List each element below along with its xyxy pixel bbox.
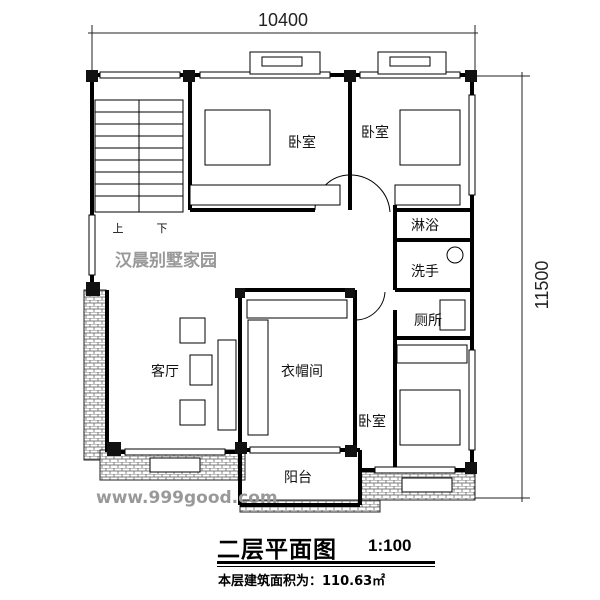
stair-down-label: 下	[157, 222, 168, 235]
ac-units	[149, 51, 453, 493]
room-living: 客厅	[151, 363, 179, 380]
furniture	[179, 109, 468, 446]
width-dimension: 10400	[258, 10, 308, 30]
left-balcony-hatch	[83, 289, 107, 461]
columns	[86, 70, 477, 474]
room-washroom: 洗手	[411, 264, 439, 280]
room-closet: 衣帽间	[281, 364, 323, 380]
windows	[88, 71, 476, 474]
height-dimension: 11500	[532, 261, 552, 310]
room-toilet: 厕所	[414, 313, 442, 329]
plan-scale: 1:100	[368, 536, 412, 555]
title-underline-thin	[217, 566, 435, 567]
top-dimension-line	[88, 25, 478, 75]
right-dimension-line	[470, 72, 530, 502]
plan-title: 二层平面图	[217, 537, 337, 563]
title-underline	[217, 561, 435, 564]
room-bedroom-top-right: 卧室	[361, 124, 389, 141]
room-bedroom-top-left: 卧室	[288, 134, 316, 151]
staircase	[94, 99, 184, 213]
stair-up-label: 上	[113, 222, 124, 235]
floor-area-text: 本层建筑面积为：110.63㎡	[218, 574, 386, 589]
watermark-cn: 汉晨别墅家园	[115, 250, 217, 271]
room-shower: 淋浴	[411, 218, 439, 234]
room-bedroom-bottom: 卧室	[358, 413, 386, 430]
watermark-url: www.999good.com	[96, 488, 278, 508]
room-balcony: 阳台	[284, 470, 312, 486]
